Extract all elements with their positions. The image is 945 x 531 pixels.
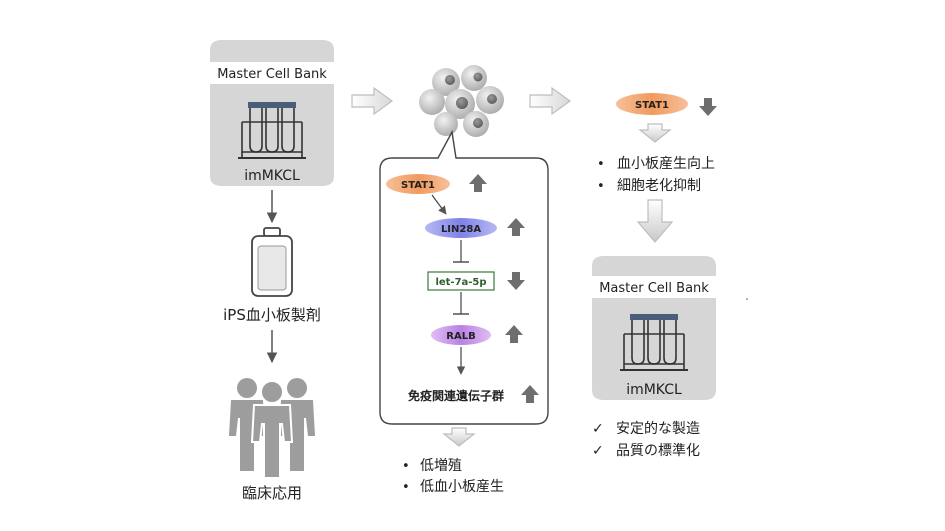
immune-genes-label: 免疫関連遺伝子群 bbox=[408, 388, 504, 403]
benefit-item: 細胞老化抑制 bbox=[617, 178, 701, 194]
svg-text:•: • bbox=[597, 157, 605, 172]
ips-product-label: iPS血小板製剤 bbox=[223, 306, 321, 324]
check-icon: ✓ bbox=[592, 443, 604, 459]
hollow-arrow-down-right-1 bbox=[638, 123, 672, 143]
lin28a-node bbox=[425, 218, 497, 238]
svg-text:•: • bbox=[597, 179, 605, 194]
check-icon: ✓ bbox=[592, 421, 604, 437]
let7a-label: let-7a-5p bbox=[435, 277, 486, 288]
down-arrow-icon bbox=[699, 98, 717, 116]
left-master-cell-bank: Master Cell Bank imMKCL bbox=[210, 40, 334, 186]
benefit-item: 血小板産生向上 bbox=[617, 156, 715, 172]
stat1-node bbox=[386, 174, 450, 194]
up-arrow-icon bbox=[507, 218, 525, 236]
right-stat1-label: STAT1 bbox=[635, 100, 669, 111]
hollow-arrow-right-1 bbox=[351, 86, 394, 116]
up-arrow-icon bbox=[505, 325, 523, 343]
lin28a-label: LIN28A bbox=[441, 224, 481, 235]
left-bank-name: imMKCL bbox=[244, 168, 300, 184]
clinical-label: 臨床応用 bbox=[242, 484, 302, 502]
stat1-label: STAT1 bbox=[401, 180, 435, 191]
right-top-bullets: • 血小板産生向上 • 細胞老化抑制 bbox=[597, 156, 715, 194]
svg-text:•: • bbox=[402, 480, 410, 495]
right-bank-name: imMKCL bbox=[626, 382, 682, 398]
test-tubes-icon bbox=[238, 102, 306, 159]
up-arrow-icon bbox=[521, 385, 539, 403]
right-bank-header: Master Cell Bank bbox=[599, 281, 709, 296]
arrow-stat1-to-lin28a bbox=[431, 194, 447, 215]
people-icon bbox=[229, 378, 315, 479]
hollow-arrow-down-results bbox=[442, 427, 476, 447]
up-arrow-icon bbox=[469, 174, 487, 192]
let7a-node bbox=[427, 271, 495, 291]
right-stat1-node bbox=[616, 93, 688, 115]
stray-dot bbox=[746, 298, 748, 300]
result-item: 低血小板産生 bbox=[420, 479, 504, 495]
cell-cluster-icon bbox=[419, 65, 504, 137]
hollow-arrow-down-right-2 bbox=[636, 199, 674, 243]
ralb-node bbox=[431, 325, 491, 345]
result-item: 低増殖 bbox=[420, 457, 462, 474]
down-arrow-icon bbox=[507, 272, 525, 290]
ralb-label: RALB bbox=[446, 331, 475, 342]
hollow-arrow-right-2 bbox=[529, 86, 572, 116]
blood-bag-icon bbox=[251, 227, 293, 297]
right-check-list: ✓ 安定的な製造 ✓ 品質の標準化 bbox=[592, 421, 700, 459]
svg-text:•: • bbox=[402, 459, 410, 474]
test-tubes-icon bbox=[620, 314, 688, 371]
check-item: 安定的な製造 bbox=[616, 421, 700, 437]
bottom-results-list: • 低増殖 • 低血小板産生 bbox=[402, 457, 504, 495]
left-bank-header: Master Cell Bank bbox=[217, 67, 327, 82]
check-item: 品質の標準化 bbox=[616, 443, 700, 459]
right-master-cell-bank: Master Cell Bank imMKCL bbox=[592, 256, 716, 400]
